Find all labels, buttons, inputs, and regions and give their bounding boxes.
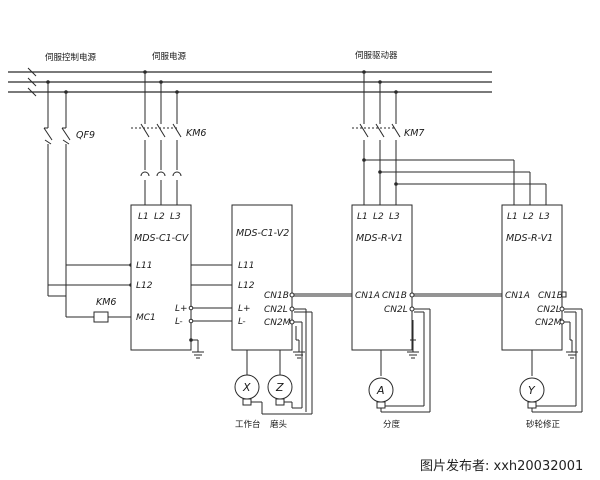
motor-y-caption: 砂轮修正 bbox=[526, 419, 561, 430]
cv-lplus: L+ bbox=[175, 304, 188, 314]
rv1a-name: MDS-R-V1 bbox=[356, 233, 403, 244]
motor-y-letter: Y bbox=[528, 384, 536, 397]
motor-y: Y bbox=[519, 350, 582, 413]
cv-l2: L2 bbox=[154, 212, 165, 222]
km6-label: KM6 bbox=[186, 128, 206, 139]
motor-x-letter: X bbox=[242, 381, 251, 394]
label-servo-control-power: 伺服控制电源 bbox=[45, 52, 97, 63]
v2-cn1b: CN1B bbox=[264, 291, 289, 301]
motor-z: Z bbox=[267, 350, 302, 409]
cv-lminus: L- bbox=[175, 317, 183, 327]
v2-cn2l: CN2L bbox=[264, 305, 288, 315]
rv1a-cn1a: CN1A bbox=[355, 291, 380, 301]
servo-power-feed bbox=[131, 70, 182, 205]
motor-z-caption: 磨头 bbox=[270, 419, 288, 430]
v2-l12: L12 bbox=[238, 281, 255, 291]
rv1a-cn1b: CN1B bbox=[382, 291, 407, 301]
v2-l11: L11 bbox=[238, 261, 254, 271]
motor-a: A bbox=[368, 350, 430, 413]
rv1b-cn2m: CN2M bbox=[535, 318, 562, 328]
servo-driver-feed bbox=[352, 70, 547, 205]
motor-a-caption: 分度 bbox=[383, 419, 401, 430]
rv1b-l3: L3 bbox=[539, 212, 550, 222]
module-mds-r-v1-a: L1 L2 L3 MDS-R-V1 CN1A CN1B CN2L bbox=[351, 204, 413, 351]
rv1b-l2: L2 bbox=[523, 212, 534, 222]
km7-label: KM7 bbox=[404, 128, 424, 139]
v2-connectors bbox=[289, 292, 352, 414]
rv1b-name: MDS-R-V1 bbox=[506, 233, 553, 244]
qf9-label: QF9 bbox=[76, 130, 95, 141]
v2-name: MDS-C1-V2 bbox=[236, 228, 289, 239]
km6-coil-label: KM6 bbox=[96, 297, 116, 308]
cv-l12: L12 bbox=[136, 281, 153, 291]
cv-mc1: MC1 bbox=[136, 313, 156, 323]
rv1a-l3: L3 bbox=[389, 212, 400, 222]
dc-link-bus bbox=[188, 305, 232, 359]
v2-lminus: L- bbox=[238, 317, 246, 327]
v2-cn2m: CN2M bbox=[264, 318, 291, 328]
rv1b-connectors bbox=[559, 291, 583, 412]
rv1a-connectors bbox=[407, 292, 502, 412]
cv-l11: L11 bbox=[136, 261, 152, 271]
rv1a-l1: L1 bbox=[357, 212, 368, 222]
rv1b-cn2l: CN2L bbox=[537, 305, 561, 315]
rv1b-cn1b: CN1B bbox=[538, 291, 563, 301]
module-mds-c1-v2: MDS-C1-V2 L11 L12 L+ L- CN1B CN2L CN2M bbox=[231, 204, 293, 351]
cv-l1: L1 bbox=[138, 212, 149, 222]
motor-z-letter: Z bbox=[275, 381, 284, 394]
publisher-credit: 图片发布者: xxh20032001 bbox=[420, 458, 583, 474]
module-mds-c1-cv: L1 L2 L3 MDS-C1-CV L11 L12 MC1 L+ L- bbox=[130, 204, 192, 351]
rv1a-l2: L2 bbox=[373, 212, 384, 222]
rv1a-cn2l: CN2L bbox=[384, 305, 408, 315]
cv-l3: L3 bbox=[170, 212, 181, 222]
motor-x: X bbox=[234, 350, 312, 415]
cv-name: MDS-C1-CV bbox=[134, 233, 190, 244]
main-bus bbox=[8, 67, 492, 97]
motor-x-caption: 工作台 bbox=[235, 419, 261, 430]
module-mds-r-v1-y: L1 L2 L3 MDS-R-V1 CN1A CN1B CN2L CN2M bbox=[501, 204, 563, 351]
rv1b-l1: L1 bbox=[507, 212, 518, 222]
v2-lplus: L+ bbox=[238, 304, 251, 314]
motor-a-letter: A bbox=[376, 384, 385, 397]
rv1b-cn1a: CN1A bbox=[505, 291, 530, 301]
label-servo-driver: 伺服驱动器 bbox=[355, 50, 398, 61]
label-servo-power: 伺服电源 bbox=[152, 51, 187, 62]
